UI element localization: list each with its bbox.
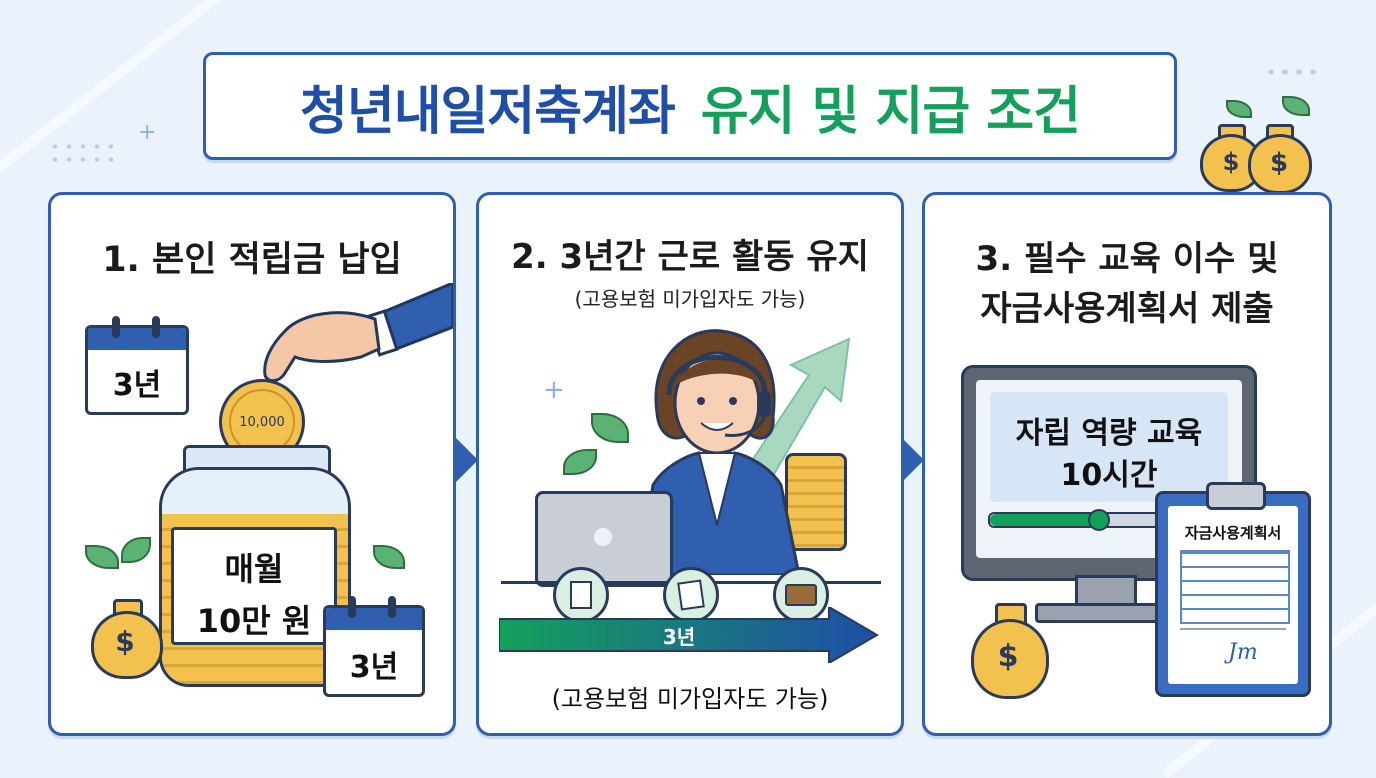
sprout-icon xyxy=(373,545,405,569)
money-bag-icon: $ xyxy=(965,603,1051,703)
laptop-icon xyxy=(535,491,673,587)
money-bag-icon: $ xyxy=(85,537,165,679)
panel-employment: 2. 3년간 근로 활동 유지 (고용보험 미가입자도 가능) + xyxy=(476,192,904,736)
clipboard-title: 자금사용계획서 xyxy=(1184,524,1282,542)
worker-icon xyxy=(637,329,801,575)
monitor-screen: 자립 역량 교육 10시간 xyxy=(976,380,1242,558)
title-green-part: 유지 및 지급 조건 xyxy=(700,81,1081,142)
panel-contribution: 1. 본인 적립금 납입 3년 10,000 매월 10만 원 $ xyxy=(48,192,456,736)
panel2-footer-note: (고용보험 미가입자도 가능) xyxy=(551,685,829,713)
panel2-subheading: (고용보험 미가입자도 가능) xyxy=(574,287,806,311)
dot-pattern xyxy=(48,140,118,166)
form-table xyxy=(1180,550,1290,624)
calendar-icon: 3년 xyxy=(323,596,425,697)
page-title: 청년내일저축계좌 유지 및 지급 조건 xyxy=(203,52,1177,160)
calendar-icon: 3년 xyxy=(85,316,189,415)
panel3-heading-line2: 자금사용계획서 제출 xyxy=(980,289,1274,329)
coin-stack-icon xyxy=(785,453,847,551)
hand-icon xyxy=(263,283,453,383)
money-bag-icon: $ xyxy=(1244,96,1314,194)
chevron-right-icon xyxy=(902,438,924,482)
signature: Jm xyxy=(1228,640,1258,665)
screen-line2: 10시간 xyxy=(1060,458,1158,493)
sprout-icon xyxy=(563,449,597,475)
timeline-arrow: 3년 xyxy=(499,607,879,663)
timeline-label: 3년 xyxy=(662,625,696,649)
calendar-label: 3년 xyxy=(112,368,162,403)
sprout-icon xyxy=(591,413,629,443)
clipboard-icon: 자금사용계획서 Jm xyxy=(1155,482,1311,697)
panel3-heading-line1: 3. 필수 교육 이수 및 xyxy=(975,239,1279,279)
jar-icon: 매월 10만 원 xyxy=(159,445,351,687)
panel-education: 3. 필수 교육 이수 및 자금사용계획서 제출 자립 역량 교육 10시간 자… xyxy=(922,192,1332,736)
panel2-heading: 2. 3년간 근로 활동 유지 xyxy=(511,237,869,277)
coin-label: 10,000 xyxy=(239,414,285,430)
screen-line1: 자립 역량 교육 xyxy=(1015,416,1203,451)
dot-pattern xyxy=(1264,66,1320,78)
document-icon xyxy=(553,567,609,623)
title-blue-part: 청년내일저축계좌 xyxy=(300,81,676,142)
sparkle-icon: + xyxy=(543,375,565,405)
jar-label-line1: 매월 xyxy=(224,550,284,588)
chevron-right-icon xyxy=(456,438,478,482)
jar-label: 매월 10만 원 xyxy=(171,527,337,645)
panel1-heading: 1. 본인 적립금 납입 xyxy=(102,240,402,280)
calendar-label: 3년 xyxy=(349,650,399,685)
jar-label-line2: 10만 원 xyxy=(196,602,312,640)
sparkle-icon: + xyxy=(138,120,157,145)
